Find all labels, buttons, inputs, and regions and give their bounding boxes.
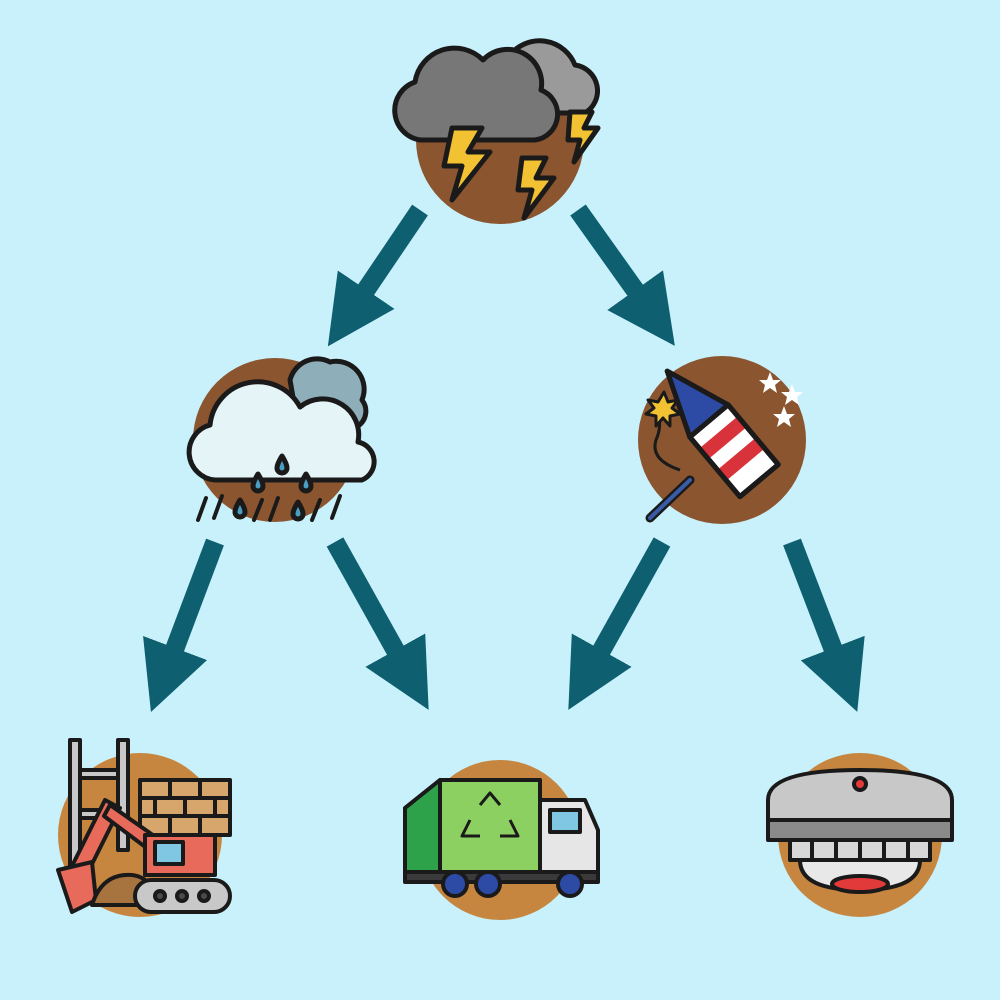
firework-stars bbox=[759, 372, 803, 427]
node-construction bbox=[56, 738, 232, 917]
arrow-thunderstorm-to-firework bbox=[570, 204, 675, 346]
node-firework bbox=[638, 356, 806, 524]
recycling-truck-icon bbox=[403, 778, 600, 898]
arrow-firework-to-smoke-detector bbox=[783, 538, 865, 712]
firework-rocket-icon bbox=[644, 368, 781, 523]
arrow-rain-to-garbage-truck bbox=[326, 537, 429, 710]
rain-cloud-icon bbox=[186, 356, 377, 522]
arrows bbox=[143, 204, 865, 713]
node-smoke-detector bbox=[766, 753, 954, 917]
node-garbage-truck bbox=[403, 760, 600, 920]
rain-streaks bbox=[196, 494, 342, 522]
arrow-rain-to-construction bbox=[143, 538, 224, 713]
arrow-firework-to-garbage-truck bbox=[568, 537, 671, 710]
node-rain bbox=[186, 356, 377, 522]
smoke-detector-icon bbox=[766, 768, 954, 894]
thunderstorm-icon bbox=[392, 38, 601, 221]
arrow-thunderstorm-to-rain bbox=[327, 204, 428, 347]
excavator-construction-icon bbox=[56, 738, 232, 914]
node-thunderstorm bbox=[392, 38, 601, 224]
